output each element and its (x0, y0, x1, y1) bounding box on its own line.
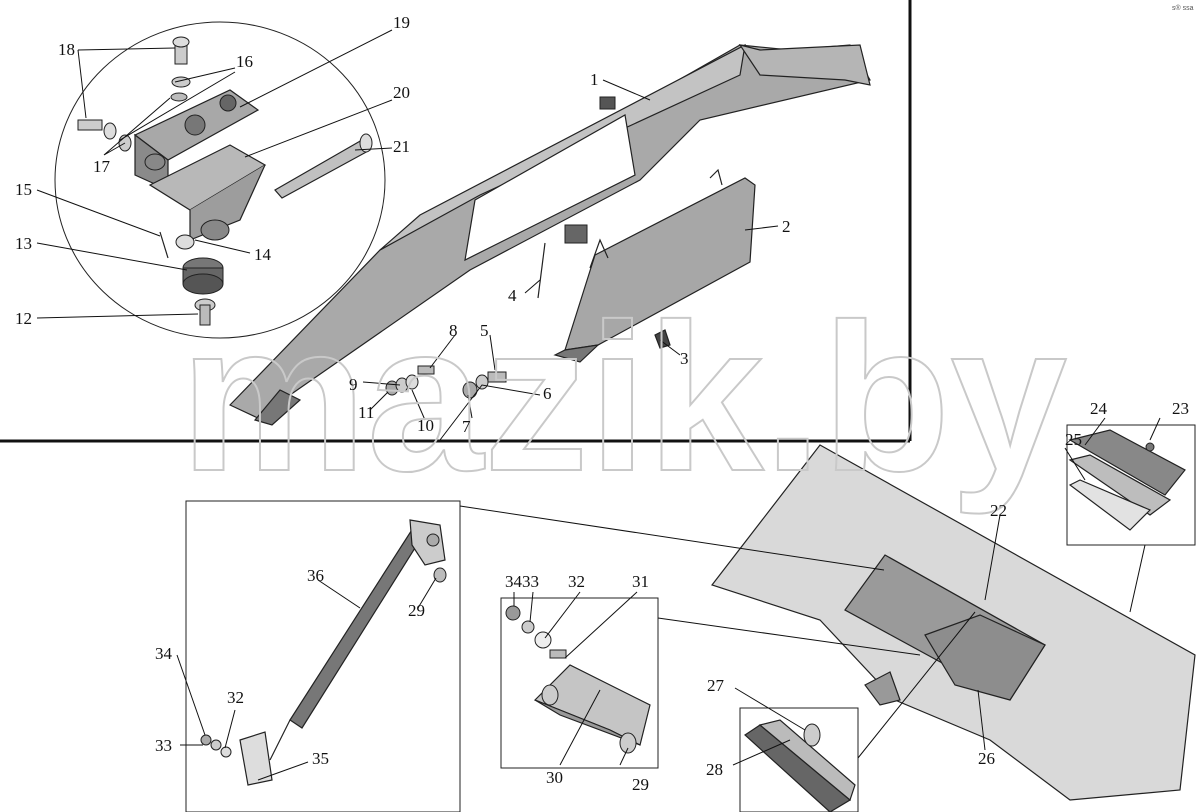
label-7: 7 (462, 417, 471, 436)
label-12: 12 (15, 309, 32, 328)
gas-strut-box (185, 500, 461, 812)
inset-seal (1066, 424, 1196, 546)
panel-1 (228, 43, 871, 426)
label-25: 25 (1065, 430, 1082, 449)
label-35: 35 (312, 749, 329, 768)
label-11: 11 (358, 403, 374, 422)
label-13: 13 (15, 234, 32, 253)
label-9: 9 (349, 375, 358, 394)
lid-2 (553, 168, 756, 363)
label-4: 4 (508, 286, 517, 305)
label-24: 24 (1090, 399, 1108, 418)
label-15: 15 (15, 180, 32, 199)
label-19: 19 (393, 13, 410, 32)
label-3: 3 (680, 349, 689, 368)
label-10: 10 (417, 416, 434, 435)
connector-lines (459, 505, 1146, 759)
upper-frame (0, 0, 912, 443)
inset-hinge-27 (739, 707, 859, 812)
label-6: 6 (543, 384, 552, 403)
label-33a: 33 (155, 736, 172, 755)
label-18: 18 (58, 40, 75, 59)
label-34a: 34 (155, 644, 173, 663)
label-32a: 32 (227, 688, 244, 707)
label-36: 36 (307, 566, 324, 585)
label-20: 20 (393, 83, 410, 102)
label-2: 2 (782, 217, 791, 236)
leader-lines (36, 29, 1161, 781)
watermark-text: mazik.by (180, 280, 1067, 515)
label-8: 8 (449, 321, 458, 340)
hinge-detail-circle (54, 21, 386, 339)
label-22: 22 (990, 501, 1007, 520)
panel-22 (711, 444, 1196, 801)
label-14: 14 (254, 245, 272, 264)
label-29b: 29 (632, 775, 649, 794)
label-31: 31 (632, 572, 649, 591)
label-29a: 29 (408, 601, 425, 620)
label-16: 16 (236, 52, 253, 71)
corner-mark: s® ssa (1172, 4, 1194, 12)
label-21: 21 (393, 137, 410, 156)
label-26: 26 (978, 749, 995, 768)
label-28: 28 (706, 760, 723, 779)
label-23: 23 (1172, 399, 1189, 418)
label-33b: 33 (522, 572, 539, 591)
part-labels: 1 2 3 4 5 6 7 8 9 10 11 12 13 14 15 16 1… (15, 13, 1189, 794)
label-17: 17 (93, 157, 111, 176)
label-27: 27 (707, 676, 725, 695)
label-5: 5 (480, 321, 489, 340)
label-34b: 34 (505, 572, 523, 591)
label-30: 30 (546, 768, 563, 787)
label-32b: 32 (568, 572, 585, 591)
bracket-box (500, 597, 659, 769)
label-1: 1 (590, 70, 599, 89)
